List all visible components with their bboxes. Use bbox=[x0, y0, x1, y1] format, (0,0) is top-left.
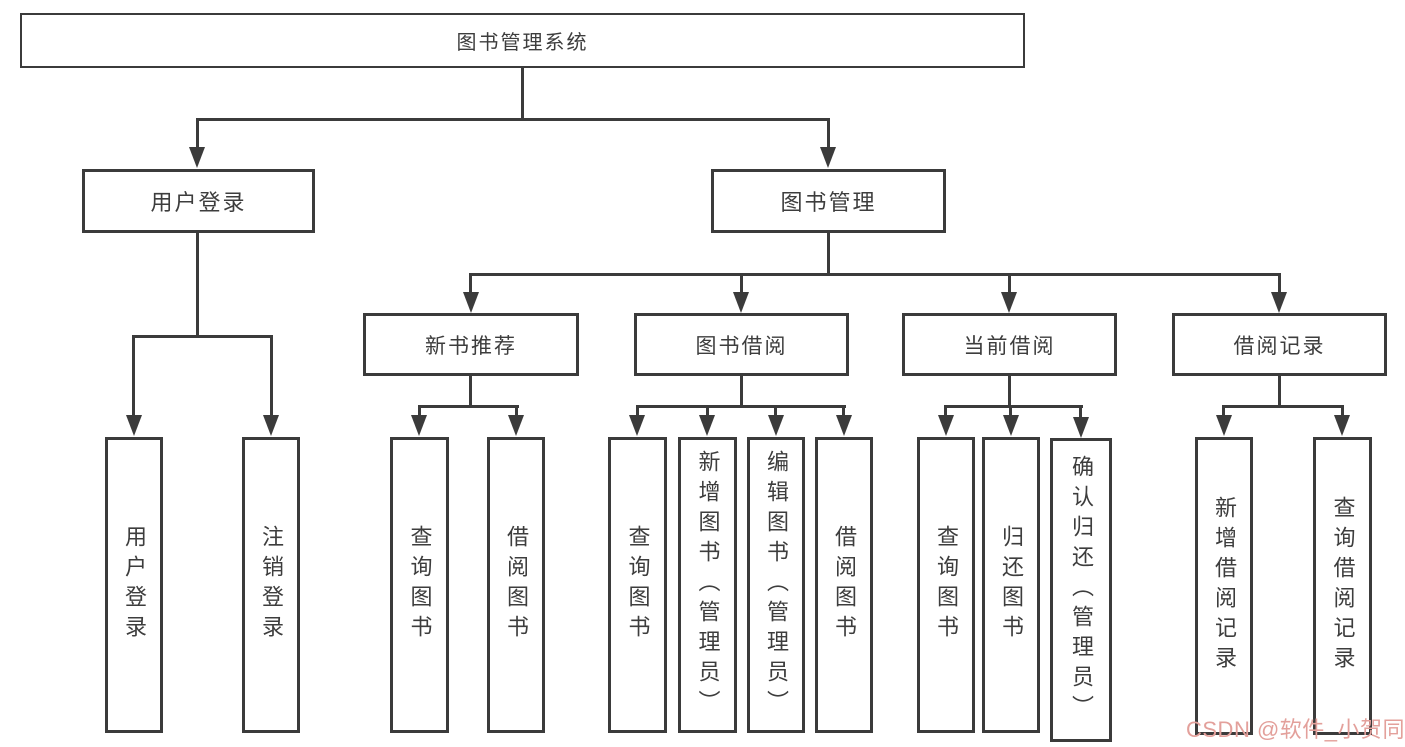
node-borrow-records: 借阅记录 bbox=[1172, 313, 1387, 376]
arrow-down-icon bbox=[1073, 417, 1089, 438]
node-label: 图书借阅 bbox=[695, 334, 788, 358]
connector-line bbox=[1278, 273, 1281, 294]
connector-line bbox=[196, 118, 199, 149]
node-leaf-borrow-books: 借阅图书 bbox=[815, 437, 873, 733]
connector-line bbox=[1222, 405, 1225, 417]
node-leaf-query-books-current: 查询图书 bbox=[917, 437, 975, 733]
node-label: 编辑图书（管理员） bbox=[764, 450, 789, 720]
node-leaf-add-borrow-record: 新增借阅记录 bbox=[1195, 437, 1253, 735]
node-new-book-recommend: 新书推荐 bbox=[363, 313, 579, 376]
connector-line bbox=[515, 405, 518, 417]
node-book-management: 图书管理 bbox=[711, 169, 946, 233]
connector-line bbox=[706, 405, 709, 417]
connector-line bbox=[774, 405, 777, 417]
connector-line bbox=[1008, 376, 1011, 405]
connector-line bbox=[1009, 405, 1012, 417]
node-current-borrow: 当前借阅 bbox=[902, 313, 1117, 376]
connector-line bbox=[196, 233, 199, 335]
node-label: 借阅记录 bbox=[1233, 334, 1326, 358]
node-library-management-system: 图书管理系统 bbox=[20, 13, 1025, 68]
node-label: 查询图书 bbox=[934, 525, 959, 645]
node-leaf-query-borrow-record: 查询借阅记录 bbox=[1313, 437, 1372, 735]
node-label: 查询图书 bbox=[625, 525, 651, 645]
node-label: 当前借阅 bbox=[963, 334, 1056, 358]
connector-line bbox=[740, 376, 743, 405]
arrow-down-icon bbox=[1334, 415, 1350, 436]
arrow-down-icon bbox=[189, 147, 205, 168]
node-label: 用户登录 bbox=[122, 525, 147, 645]
connector-line bbox=[827, 233, 830, 273]
node-label: 用户登录 bbox=[150, 190, 247, 215]
node-leaf-confirm-return-admin: 确认归还（管理员） bbox=[1050, 438, 1112, 742]
node-label: 新书推荐 bbox=[425, 334, 517, 358]
connector-line bbox=[132, 335, 135, 417]
node-label: 图书管理系统 bbox=[456, 32, 589, 54]
node-leaf-logout: 注销登录 bbox=[242, 437, 300, 733]
node-label: 新增借阅记录 bbox=[1212, 496, 1237, 676]
connector-line bbox=[418, 405, 421, 417]
connector-line bbox=[1079, 405, 1082, 419]
connector-line bbox=[842, 405, 845, 417]
connector-line bbox=[1222, 405, 1344, 408]
arrow-down-icon bbox=[836, 415, 852, 436]
node-label: 图书管理 bbox=[780, 190, 877, 215]
connector-line bbox=[636, 405, 639, 417]
watermark: CSDN @软件_小贺同学 bbox=[1186, 717, 1405, 742]
node-book-borrow: 图书借阅 bbox=[634, 313, 849, 376]
connector-line bbox=[270, 335, 273, 417]
node-leaf-return-books: 归还图书 bbox=[982, 437, 1040, 733]
arrow-down-icon bbox=[733, 292, 749, 313]
connector-line bbox=[1278, 376, 1281, 405]
connector-line bbox=[740, 273, 743, 294]
node-leaf-query-books-borrow: 查询图书 bbox=[608, 437, 667, 733]
node-label: 新增图书（管理员） bbox=[695, 450, 721, 720]
node-user-login: 用户登录 bbox=[82, 169, 315, 233]
connector-line bbox=[636, 405, 846, 408]
connector-line bbox=[196, 118, 830, 121]
connector-line bbox=[469, 273, 472, 294]
connector-line bbox=[944, 405, 947, 417]
arrow-down-icon bbox=[1001, 292, 1017, 313]
node-label: 查询图书 bbox=[407, 525, 433, 645]
node-label: 归还图书 bbox=[999, 525, 1024, 645]
node-leaf-borrow-books-recommend: 借阅图书 bbox=[487, 437, 545, 733]
node-leaf-user-login: 用户登录 bbox=[105, 437, 163, 733]
arrow-down-icon bbox=[1216, 415, 1232, 436]
node-label: 借阅图书 bbox=[504, 525, 529, 645]
connector-line bbox=[132, 335, 273, 338]
connector-line bbox=[469, 376, 472, 405]
arrow-down-icon bbox=[768, 415, 784, 436]
connector-line bbox=[418, 405, 519, 408]
node-label: 借阅图书 bbox=[832, 525, 857, 645]
arrow-down-icon bbox=[938, 415, 954, 436]
node-leaf-add-book-admin: 新增图书（管理员） bbox=[678, 437, 737, 733]
node-label: 查询借阅记录 bbox=[1330, 496, 1356, 676]
connector-line bbox=[944, 405, 1083, 408]
node-leaf-edit-book-admin: 编辑图书（管理员） bbox=[747, 437, 805, 733]
arrow-down-icon bbox=[1003, 415, 1019, 436]
arrow-down-icon bbox=[411, 415, 427, 436]
arrow-down-icon bbox=[263, 415, 279, 436]
node-label: 确认归还（管理员） bbox=[1069, 455, 1094, 725]
arrow-down-icon bbox=[629, 415, 645, 436]
connector-line bbox=[469, 273, 1281, 276]
node-label: 注销登录 bbox=[259, 525, 284, 645]
arrow-down-icon bbox=[699, 415, 715, 436]
connector-line bbox=[1341, 405, 1344, 417]
arrow-down-icon bbox=[820, 147, 836, 168]
arrow-down-icon bbox=[126, 415, 142, 436]
arrow-down-icon bbox=[1271, 292, 1287, 313]
connector-line bbox=[521, 68, 524, 118]
arrow-down-icon bbox=[508, 415, 524, 436]
connector-line bbox=[827, 118, 830, 149]
connector-line bbox=[1008, 273, 1011, 294]
arrow-down-icon bbox=[463, 292, 479, 313]
node-leaf-query-books-recommend: 查询图书 bbox=[390, 437, 449, 733]
